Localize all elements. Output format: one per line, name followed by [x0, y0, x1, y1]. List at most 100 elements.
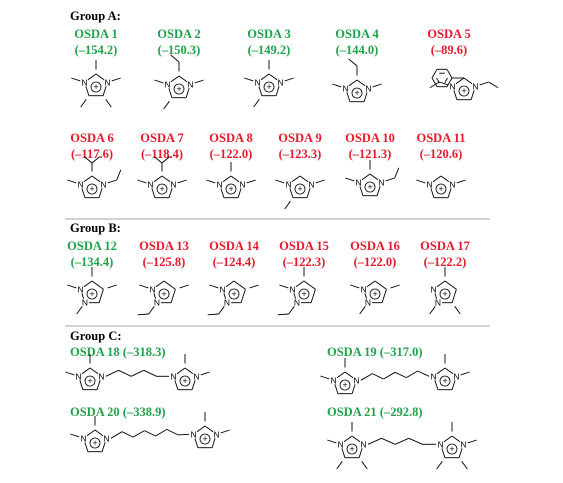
nitrogen-atom: N — [239, 179, 245, 189]
nitrogen-atom: N — [453, 371, 459, 381]
chain-bond — [177, 433, 190, 436]
ring-bond — [356, 79, 366, 87]
methyl-bond — [332, 83, 342, 88]
ring-bond — [153, 293, 157, 299]
ring-bond — [295, 280, 305, 288]
ring-bond — [436, 367, 446, 375]
ring-bond — [168, 188, 173, 198]
ring-bond — [155, 280, 165, 288]
ring-bond — [225, 280, 235, 288]
chain-bond — [395, 437, 409, 445]
charge-ring — [158, 288, 170, 300]
osda-5-name: OSDA 5 — [427, 27, 470, 41]
chain-bond — [381, 437, 396, 445]
ring-bond — [153, 175, 163, 183]
osda-12-structure: NN+ — [67, 267, 117, 315]
osda-9-value: (–123.3) — [279, 147, 322, 161]
ring-bond — [374, 280, 387, 290]
osda-17-name: OSDA 17 — [420, 239, 470, 253]
nitrogen-atom: N — [365, 298, 371, 308]
chain-bond — [394, 371, 407, 379]
methyl-bond — [70, 433, 80, 438]
nitrogen-atom: N — [187, 79, 193, 89]
osda-2-name: OSDA 2 — [157, 27, 200, 41]
osda-13-value: (–125.8) — [143, 255, 186, 269]
nitrogen-atom: N — [449, 179, 455, 189]
nitrogen-atom: N — [191, 429, 197, 439]
osda-15-name: OSDA 15 — [279, 239, 329, 253]
ring-bond — [336, 371, 346, 379]
ring-bond — [291, 175, 301, 183]
methyl-bond — [209, 284, 219, 289]
methyl-bond — [390, 284, 400, 289]
osda-16-structure: NN+ — [350, 280, 400, 315]
methyl-bond — [315, 179, 325, 184]
ring-bond — [303, 280, 316, 290]
charge-ring — [89, 437, 101, 449]
osda-7-structure: NN+ — [137, 156, 187, 199]
osda-13-name: OSDA 13 — [139, 239, 189, 253]
ring-bond — [211, 438, 216, 448]
nitrogen-atom: N — [170, 179, 176, 189]
chain-bond — [360, 373, 373, 381]
chain-bond — [110, 431, 123, 439]
charge-sign: + — [176, 85, 182, 93]
ethyl-bond — [137, 313, 149, 316]
chain-bond — [155, 429, 168, 437]
ring-bond — [430, 188, 435, 198]
nitrogen-atom: N — [378, 177, 384, 187]
osda-11-structure: NN+ — [416, 175, 466, 199]
charge-sign: + — [354, 89, 360, 97]
ring-bond — [84, 442, 89, 452]
charge-sign: + — [442, 290, 448, 298]
ring-bond — [275, 86, 280, 96]
nitrogen-atom: N — [460, 439, 466, 449]
ring-bond — [94, 429, 104, 437]
methyl-bond — [284, 77, 294, 82]
ring-bond — [376, 186, 381, 196]
osda-10-name: OSDA 10 — [345, 131, 395, 145]
isopropyl-bond — [161, 156, 170, 164]
ring-bond — [151, 188, 156, 198]
osda-5-structure: NN+ — [429, 68, 499, 101]
charge-ring — [339, 379, 351, 391]
ring-bond — [334, 384, 339, 394]
nitrogen-atom: N — [78, 284, 84, 294]
ring-bond — [310, 289, 316, 303]
charge-ring — [225, 183, 237, 195]
methyl-bond — [154, 79, 164, 84]
osda-1-name: OSDA 1 — [74, 27, 117, 41]
methyl-bond — [194, 79, 204, 84]
nitrogen-atom: N — [255, 77, 261, 87]
nitrogen-atom: N — [353, 375, 359, 385]
osda-4-value: (–144.0) — [336, 43, 379, 57]
ethyl-bond — [348, 58, 358, 67]
ring-bond — [174, 380, 179, 390]
ring-bond — [81, 367, 91, 375]
nitrogen-atom: N — [224, 298, 230, 308]
osda-20-name: OSDA 20 — [70, 405, 120, 419]
ethyl-bond — [170, 54, 180, 63]
ring-bond — [196, 425, 206, 433]
ethyl-bond — [488, 81, 499, 89]
ethyl-bond — [439, 81, 449, 86]
chain-bond — [131, 369, 144, 377]
nitrogen-atom: N — [103, 433, 109, 443]
ring-bond — [451, 289, 457, 303]
methyl-bond — [456, 179, 466, 184]
charge-ring — [351, 87, 363, 99]
methyl-bond — [361, 461, 368, 470]
methyl-bond — [279, 284, 289, 289]
ring-bond — [83, 175, 93, 183]
methyl-bond — [80, 99, 87, 108]
ring-bond — [463, 77, 473, 85]
nitrogen-atom: N — [148, 179, 154, 189]
chain-bond — [166, 428, 179, 436]
ring-bond — [95, 73, 105, 81]
methyl-bond — [429, 306, 436, 315]
osda-18-value: (–318.3) — [123, 345, 166, 359]
nitrogen-atom: N — [331, 375, 337, 385]
osda-7-name: OSDA 7 — [140, 131, 183, 145]
osda-6-structure: NN+ — [67, 156, 122, 199]
ring-bond — [161, 175, 171, 183]
